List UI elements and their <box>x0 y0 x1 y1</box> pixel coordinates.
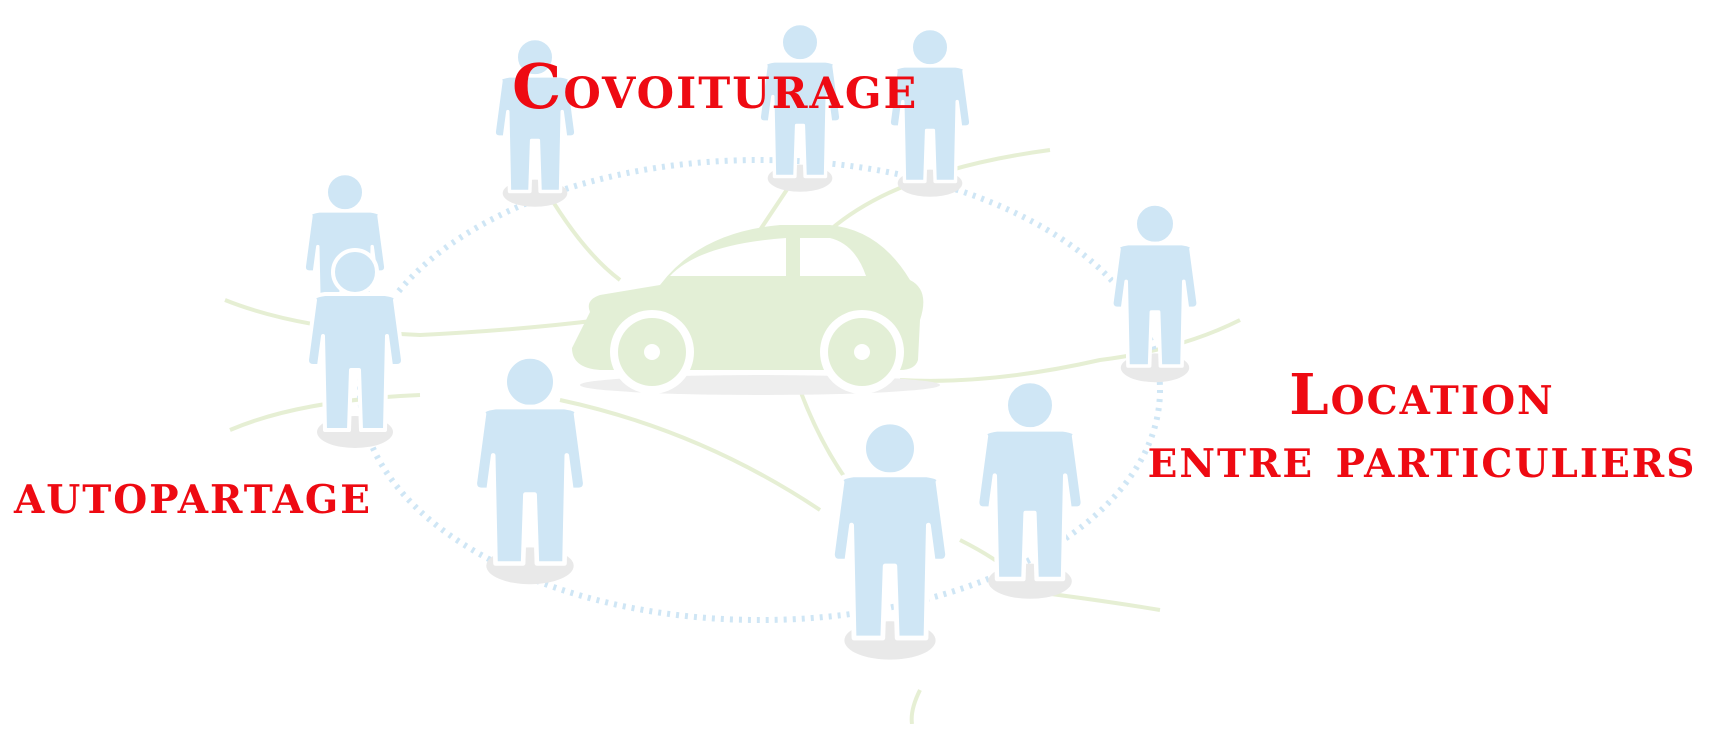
rental-label-line1: Location <box>1289 362 1555 428</box>
rental-label: Location entre particuliers <box>1122 364 1722 489</box>
person-icon <box>977 381 1083 599</box>
car-icon <box>572 225 940 395</box>
person-icon <box>832 422 947 660</box>
person-icon <box>475 357 585 585</box>
carpooling-label: Covoiturage <box>512 50 919 123</box>
rental-label-line2: entre particuliers <box>1147 424 1697 491</box>
dotted-ring <box>357 157 1163 623</box>
carsharing-label: autopartage <box>14 461 372 527</box>
